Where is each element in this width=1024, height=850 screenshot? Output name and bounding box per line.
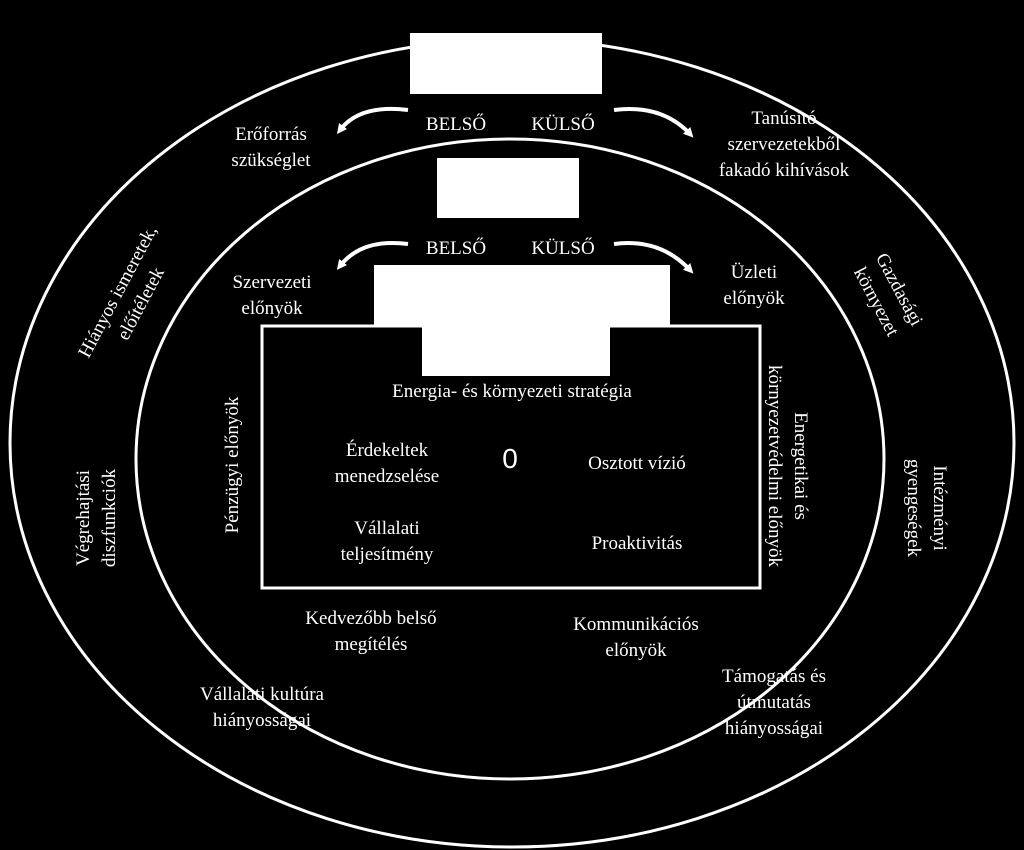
outer-belso-label: BELSŐ: [425, 114, 487, 135]
outer-left-arrow: [336, 106, 409, 134]
middle-ring: [134, 137, 886, 781]
outer-blank-box: [410, 33, 602, 94]
outer-right-arrow: [613, 107, 694, 138]
core-title: Energia- és környezeti stratégia: [392, 381, 632, 402]
core-top-right-label: Osztott vízió: [588, 453, 686, 474]
outer-left-bottom-label: Vállalati kultúra hiányosságai: [200, 684, 324, 731]
middle-left-top-label: Szervezeti előnyök: [232, 272, 312, 319]
core-bottom-left-label: Vállalati teljesítmény: [340, 518, 434, 565]
middle-right-arrow: [613, 241, 694, 274]
outer-left-middle-label: Végrehajtási diszfunkciók: [73, 468, 120, 568]
outer-right-middle-label: Intézményi gyengeségek: [903, 458, 950, 558]
middle-left-arrow: [336, 241, 409, 270]
middle-right-top-label: Üzleti előnyök: [723, 262, 785, 309]
core-blank-box-bottom: [422, 326, 610, 376]
outer-kulso-label: KÜLSŐ: [531, 114, 595, 135]
middle-belso-label: BELSŐ: [425, 238, 487, 259]
middle-bottom-right-label: Kommunikációs előnyök: [573, 614, 699, 661]
core-top-left-label: Érdekeltek menedzselése: [334, 440, 440, 487]
middle-left-rotated-label: Pénzügyi előnyök: [222, 396, 243, 534]
middle-kulso-label: KÜLSŐ: [531, 238, 595, 259]
middle-bottom-left-label: Kedvezőbb belső megítélés: [305, 608, 437, 655]
outer-right-bottom-label: Támogatás és útmutatás hiányosságai: [722, 666, 826, 739]
middle-right-rotated-label: Energetikai és környezetvédelmi előnyök: [764, 364, 811, 568]
core-blank-box-top: [374, 265, 670, 327]
core-bottom-right-label: Proaktivitás: [591, 533, 683, 554]
core-center-number: 0: [502, 443, 518, 474]
middle-blank-box: [437, 158, 579, 218]
outer-left-top-label: Erőforrás szükséglet: [231, 124, 311, 171]
outer-right-top-label: Tanúsító szervezetekből fakadó kihívások: [718, 108, 850, 181]
